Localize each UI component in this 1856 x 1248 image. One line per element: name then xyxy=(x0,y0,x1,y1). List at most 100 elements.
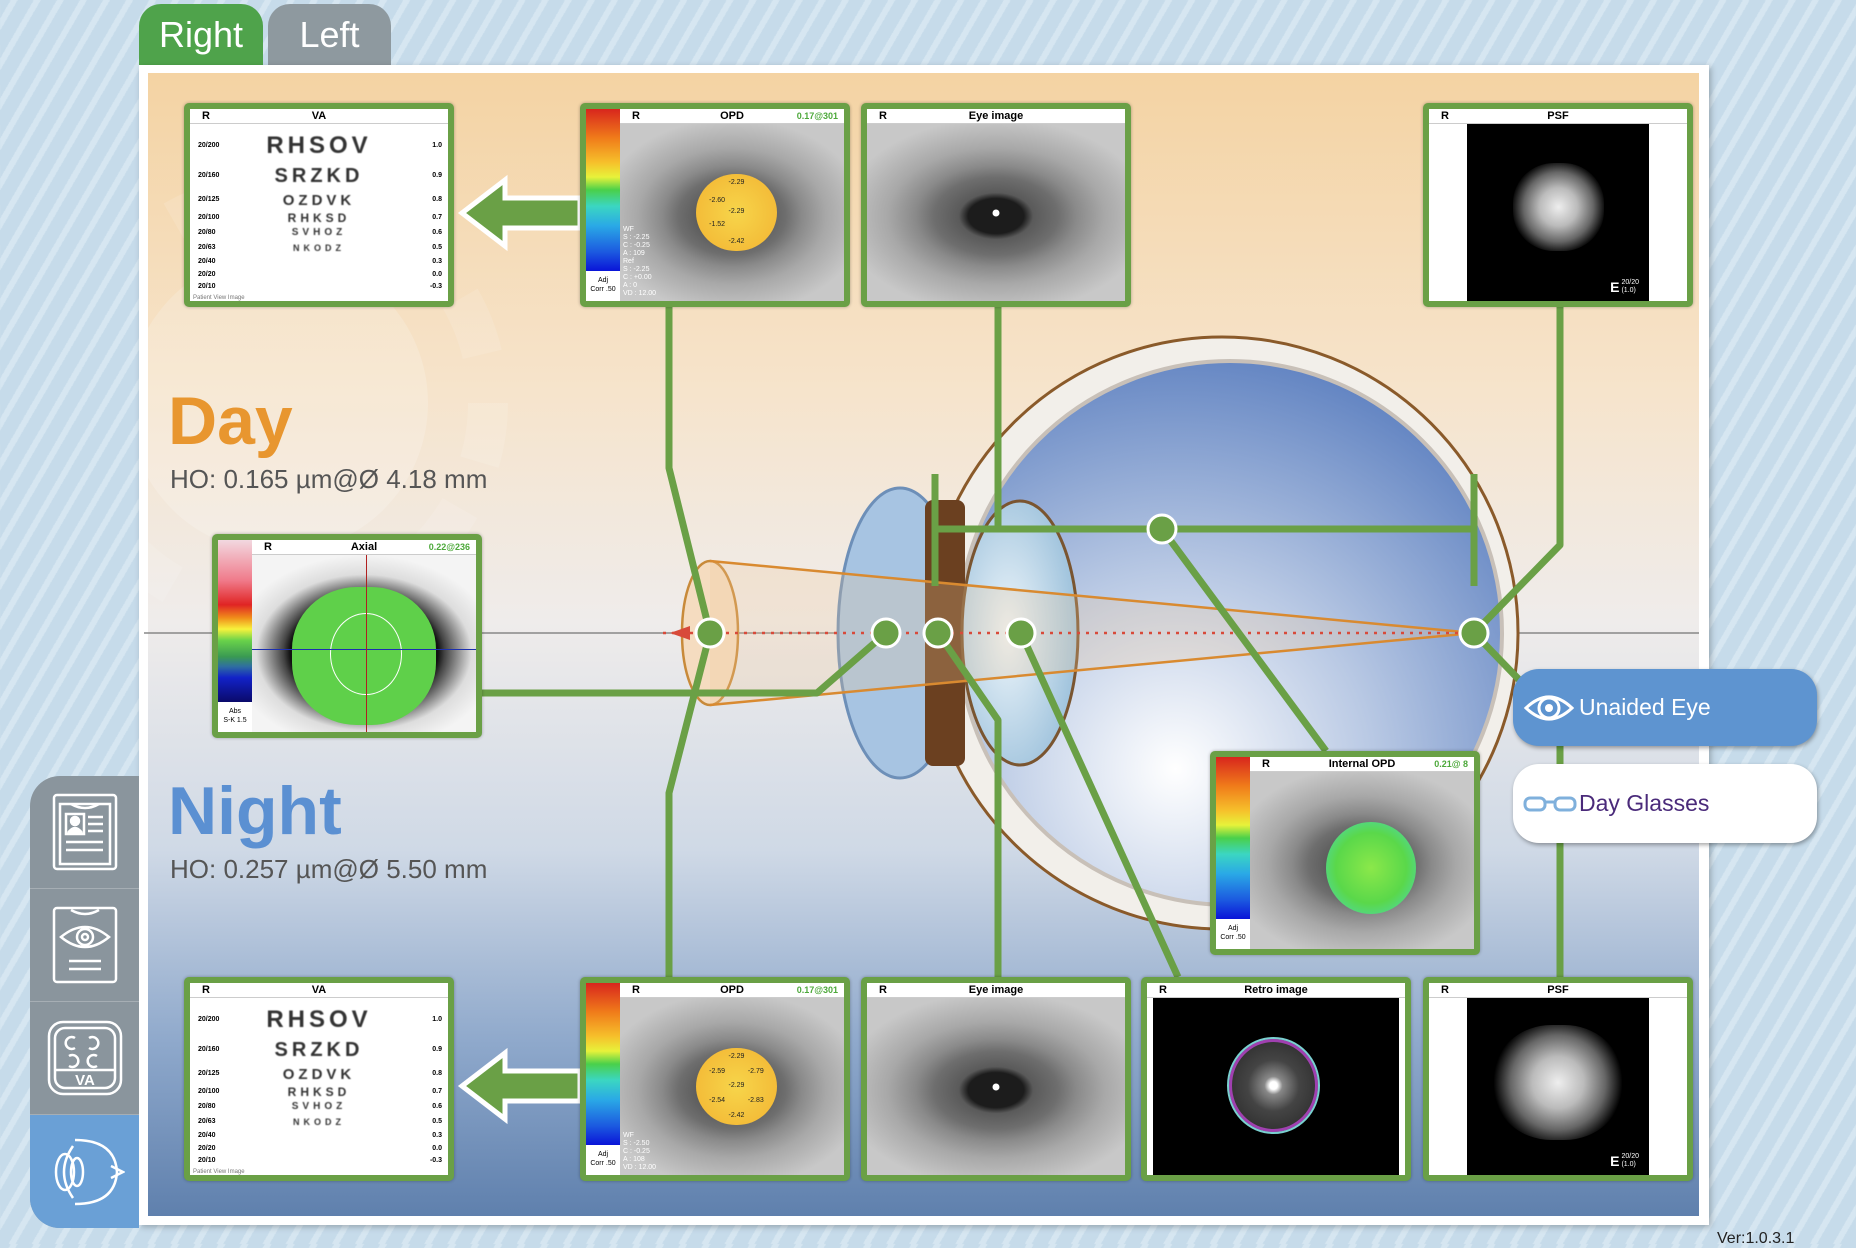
eye-icon xyxy=(1523,695,1575,720)
color-scale-mode: Adj Corr .50 xyxy=(586,271,620,301)
va-logmar: 0.6 xyxy=(432,1103,442,1110)
panel-value: 0.17@301 xyxy=(796,111,838,121)
va-snellen: 20/63 xyxy=(198,244,216,251)
va-logmar: 0.3 xyxy=(432,1132,442,1139)
panel-value: 0.21@ 8 xyxy=(1434,759,1468,769)
va-snellen: 20/20 xyxy=(198,271,216,278)
panel-image xyxy=(867,998,1125,1175)
acuity-decimal: (1.0) xyxy=(1621,1161,1636,1168)
panel-title: OPD xyxy=(720,984,744,996)
acuity-decimal: (1.0) xyxy=(1621,287,1636,294)
visual-acuity-icon: VA xyxy=(47,1020,122,1096)
opd-map: -2.29-2.59-2.79-2.29-2.54-2.83-2.42 xyxy=(696,1047,777,1126)
color-scale-bar xyxy=(218,540,252,702)
va-snellen: 20/40 xyxy=(198,1132,216,1139)
va-row: 20/10-0.3 xyxy=(190,283,448,291)
panel-eye-label: R xyxy=(1441,984,1449,996)
wavefront-readout: WF S : -2.50 C : -0.25 A : 108 VD : 12.0… xyxy=(623,1132,657,1171)
color-scale-bar xyxy=(1216,757,1250,919)
va-logmar: 0.6 xyxy=(432,229,442,236)
tab-left[interactable]: Left xyxy=(268,4,391,66)
tab-right[interactable]: Right xyxy=(139,4,263,66)
panel-image xyxy=(1250,772,1474,949)
color-scale-mode: Adj Corr .50 xyxy=(586,1145,620,1175)
va-logmar: 0.5 xyxy=(432,244,442,251)
va-row: 20/63 NKODZ 0.5 xyxy=(190,242,448,253)
va-logmar: -0.3 xyxy=(429,1157,442,1164)
panel-image xyxy=(1147,998,1405,1175)
opd-map-value: -2.42 xyxy=(728,1112,745,1120)
sun-moon-decoration xyxy=(148,173,508,1133)
opd-map-value: -2.29 xyxy=(728,1052,745,1060)
va-snellen: 20/160 xyxy=(198,172,220,179)
color-scale-bar xyxy=(586,109,620,271)
opd-map-value: -2.79 xyxy=(747,1068,764,1076)
acuity-value: 20/20(1.0) xyxy=(1621,279,1639,295)
sidebar-item-patient-record[interactable] xyxy=(30,776,139,889)
patient-record-icon xyxy=(52,793,117,871)
opd-map-value: -2.60 xyxy=(709,196,726,204)
va-logmar: 0.9 xyxy=(432,1046,442,1053)
unaided-eye-label: Unaided Eye xyxy=(1579,694,1711,720)
psf-spot xyxy=(1512,162,1604,252)
sidebar-item-eye-record[interactable] xyxy=(30,889,139,1002)
opd-map-value: -2.29 xyxy=(728,208,745,216)
panel-eye-label: R xyxy=(1262,758,1270,770)
sidebar-item-visual-acuity[interactable]: VA xyxy=(30,1002,139,1115)
va-logmar: 0.3 xyxy=(432,258,442,265)
panel-title: Eye image xyxy=(968,984,1024,996)
sidebar-item-eye-anatomy[interactable] xyxy=(30,1115,139,1228)
va-row: 20/40 0.3 xyxy=(190,1132,448,1140)
night-ho-value: HO: 0.257 µm@Ø 5.50 mm xyxy=(170,854,488,884)
va-logmar: 1.0 xyxy=(432,142,442,149)
pupil-circle xyxy=(330,613,403,695)
opd-map-value: -1.52 xyxy=(709,220,726,228)
opd-map: -2.29-2.60-2.29-1.52-2.42 xyxy=(696,173,777,252)
panel-image xyxy=(252,555,476,732)
sidebar: VA xyxy=(30,776,139,1228)
psf-spot xyxy=(1494,1024,1622,1140)
day-glasses-label: Day Glasses xyxy=(1579,790,1710,816)
acuity-snellen: 20/20 xyxy=(1621,279,1639,286)
va-snellen: 20/63 xyxy=(198,1118,216,1125)
va-letters: SRZKD xyxy=(274,165,364,187)
va-logmar: 0.0 xyxy=(432,1145,442,1152)
retro-pupil xyxy=(1226,1036,1321,1135)
vertical-meridian xyxy=(366,555,368,732)
va-letters: NKODZ xyxy=(293,242,345,253)
va-snellen: 20/20 xyxy=(198,1145,216,1152)
day-glasses-button[interactable]: Day Glasses xyxy=(1513,764,1817,843)
va-snellen: 20/10 xyxy=(198,1157,216,1164)
va-letters: RHSOV xyxy=(266,132,372,159)
unaided-eye-button[interactable]: Unaided Eye xyxy=(1513,669,1817,746)
